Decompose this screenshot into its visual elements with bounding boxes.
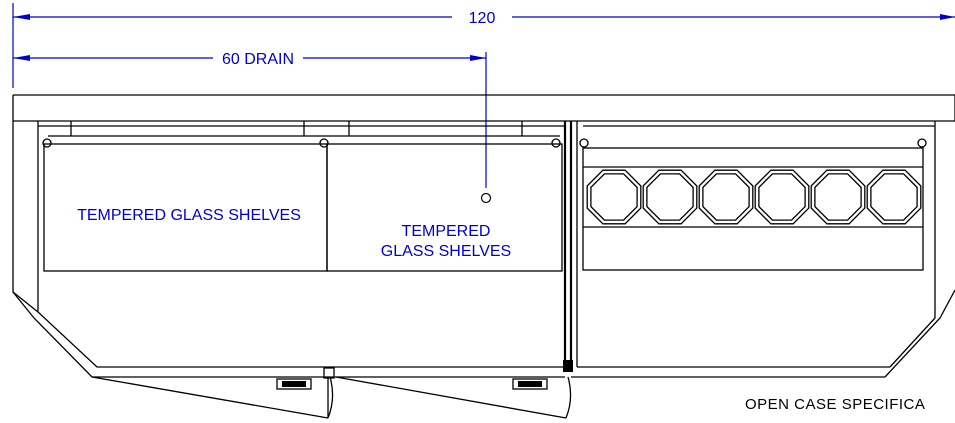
shelf-clip-2 <box>319 138 329 148</box>
rack-clip-right <box>917 138 927 148</box>
doors <box>91 367 572 419</box>
drain-dimension: 60 DRAIN <box>13 51 492 204</box>
bottle-inner-outline <box>646 173 694 221</box>
left-end-outer <box>12 121 565 378</box>
left-end-corner <box>12 291 39 313</box>
case-specification-note: OPEN CASE SPECIFICA <box>745 396 925 413</box>
door-handle-left <box>276 378 312 390</box>
right-end-inner <box>889 121 936 368</box>
bottle-row <box>586 169 922 225</box>
bottle-inner-outline <box>590 173 638 221</box>
door-handle-right <box>512 378 548 390</box>
bottle-inner-outline <box>702 173 750 221</box>
shelf-left-label: TEMPERED GLASS SHELVES <box>77 207 301 224</box>
rack-frame <box>582 147 924 271</box>
drain-symbol <box>480 192 492 204</box>
shelf-center-label-line1: TEMPERED <box>402 223 491 240</box>
door-handle-left-grip <box>282 381 306 387</box>
bottle-outline <box>810 169 866 225</box>
drain-arrow-right <box>470 55 486 61</box>
bottle-inner-outline <box>870 173 918 221</box>
bottle-inner-outline <box>758 173 806 221</box>
bottle-outline <box>642 169 698 225</box>
overall-dimension: 120 <box>12 3 955 88</box>
door-left-swing <box>327 376 334 419</box>
shelf-clip-1 <box>42 138 52 148</box>
left-shelves: TEMPERED GLASS SHELVES TEMPERED GLASS SH… <box>42 138 563 272</box>
right-bottle-rack <box>579 138 927 271</box>
door-handle-right-grip <box>518 381 542 387</box>
door-right-leaf <box>335 376 567 419</box>
overall-dimension-text: 120 <box>469 10 496 27</box>
drain-arrow-left <box>13 55 30 61</box>
shelf-center-label-line2: GLASS SHELVES <box>381 243 511 260</box>
door-right-swing <box>565 376 572 419</box>
bottle-outline <box>586 169 642 225</box>
shelf-center-panel <box>326 143 563 272</box>
door-hinge-center <box>323 367 335 379</box>
bottle-outline <box>754 169 810 225</box>
door-left-leaf <box>91 376 329 419</box>
bottle-inner-outline <box>814 173 862 221</box>
right-end-outer <box>884 289 955 378</box>
divider-base-block <box>563 360 573 372</box>
rack-clip-left <box>579 138 589 148</box>
overall-arrow-left <box>13 14 30 20</box>
shelf-clip-3 <box>551 138 561 148</box>
bottle-outline <box>698 169 754 225</box>
left-end-inner <box>37 121 565 368</box>
case-outline <box>12 94 955 378</box>
bottle-outline <box>866 169 922 225</box>
overall-arrow-right <box>940 14 955 20</box>
drain-dimension-text: 60 DRAIN <box>222 51 294 68</box>
